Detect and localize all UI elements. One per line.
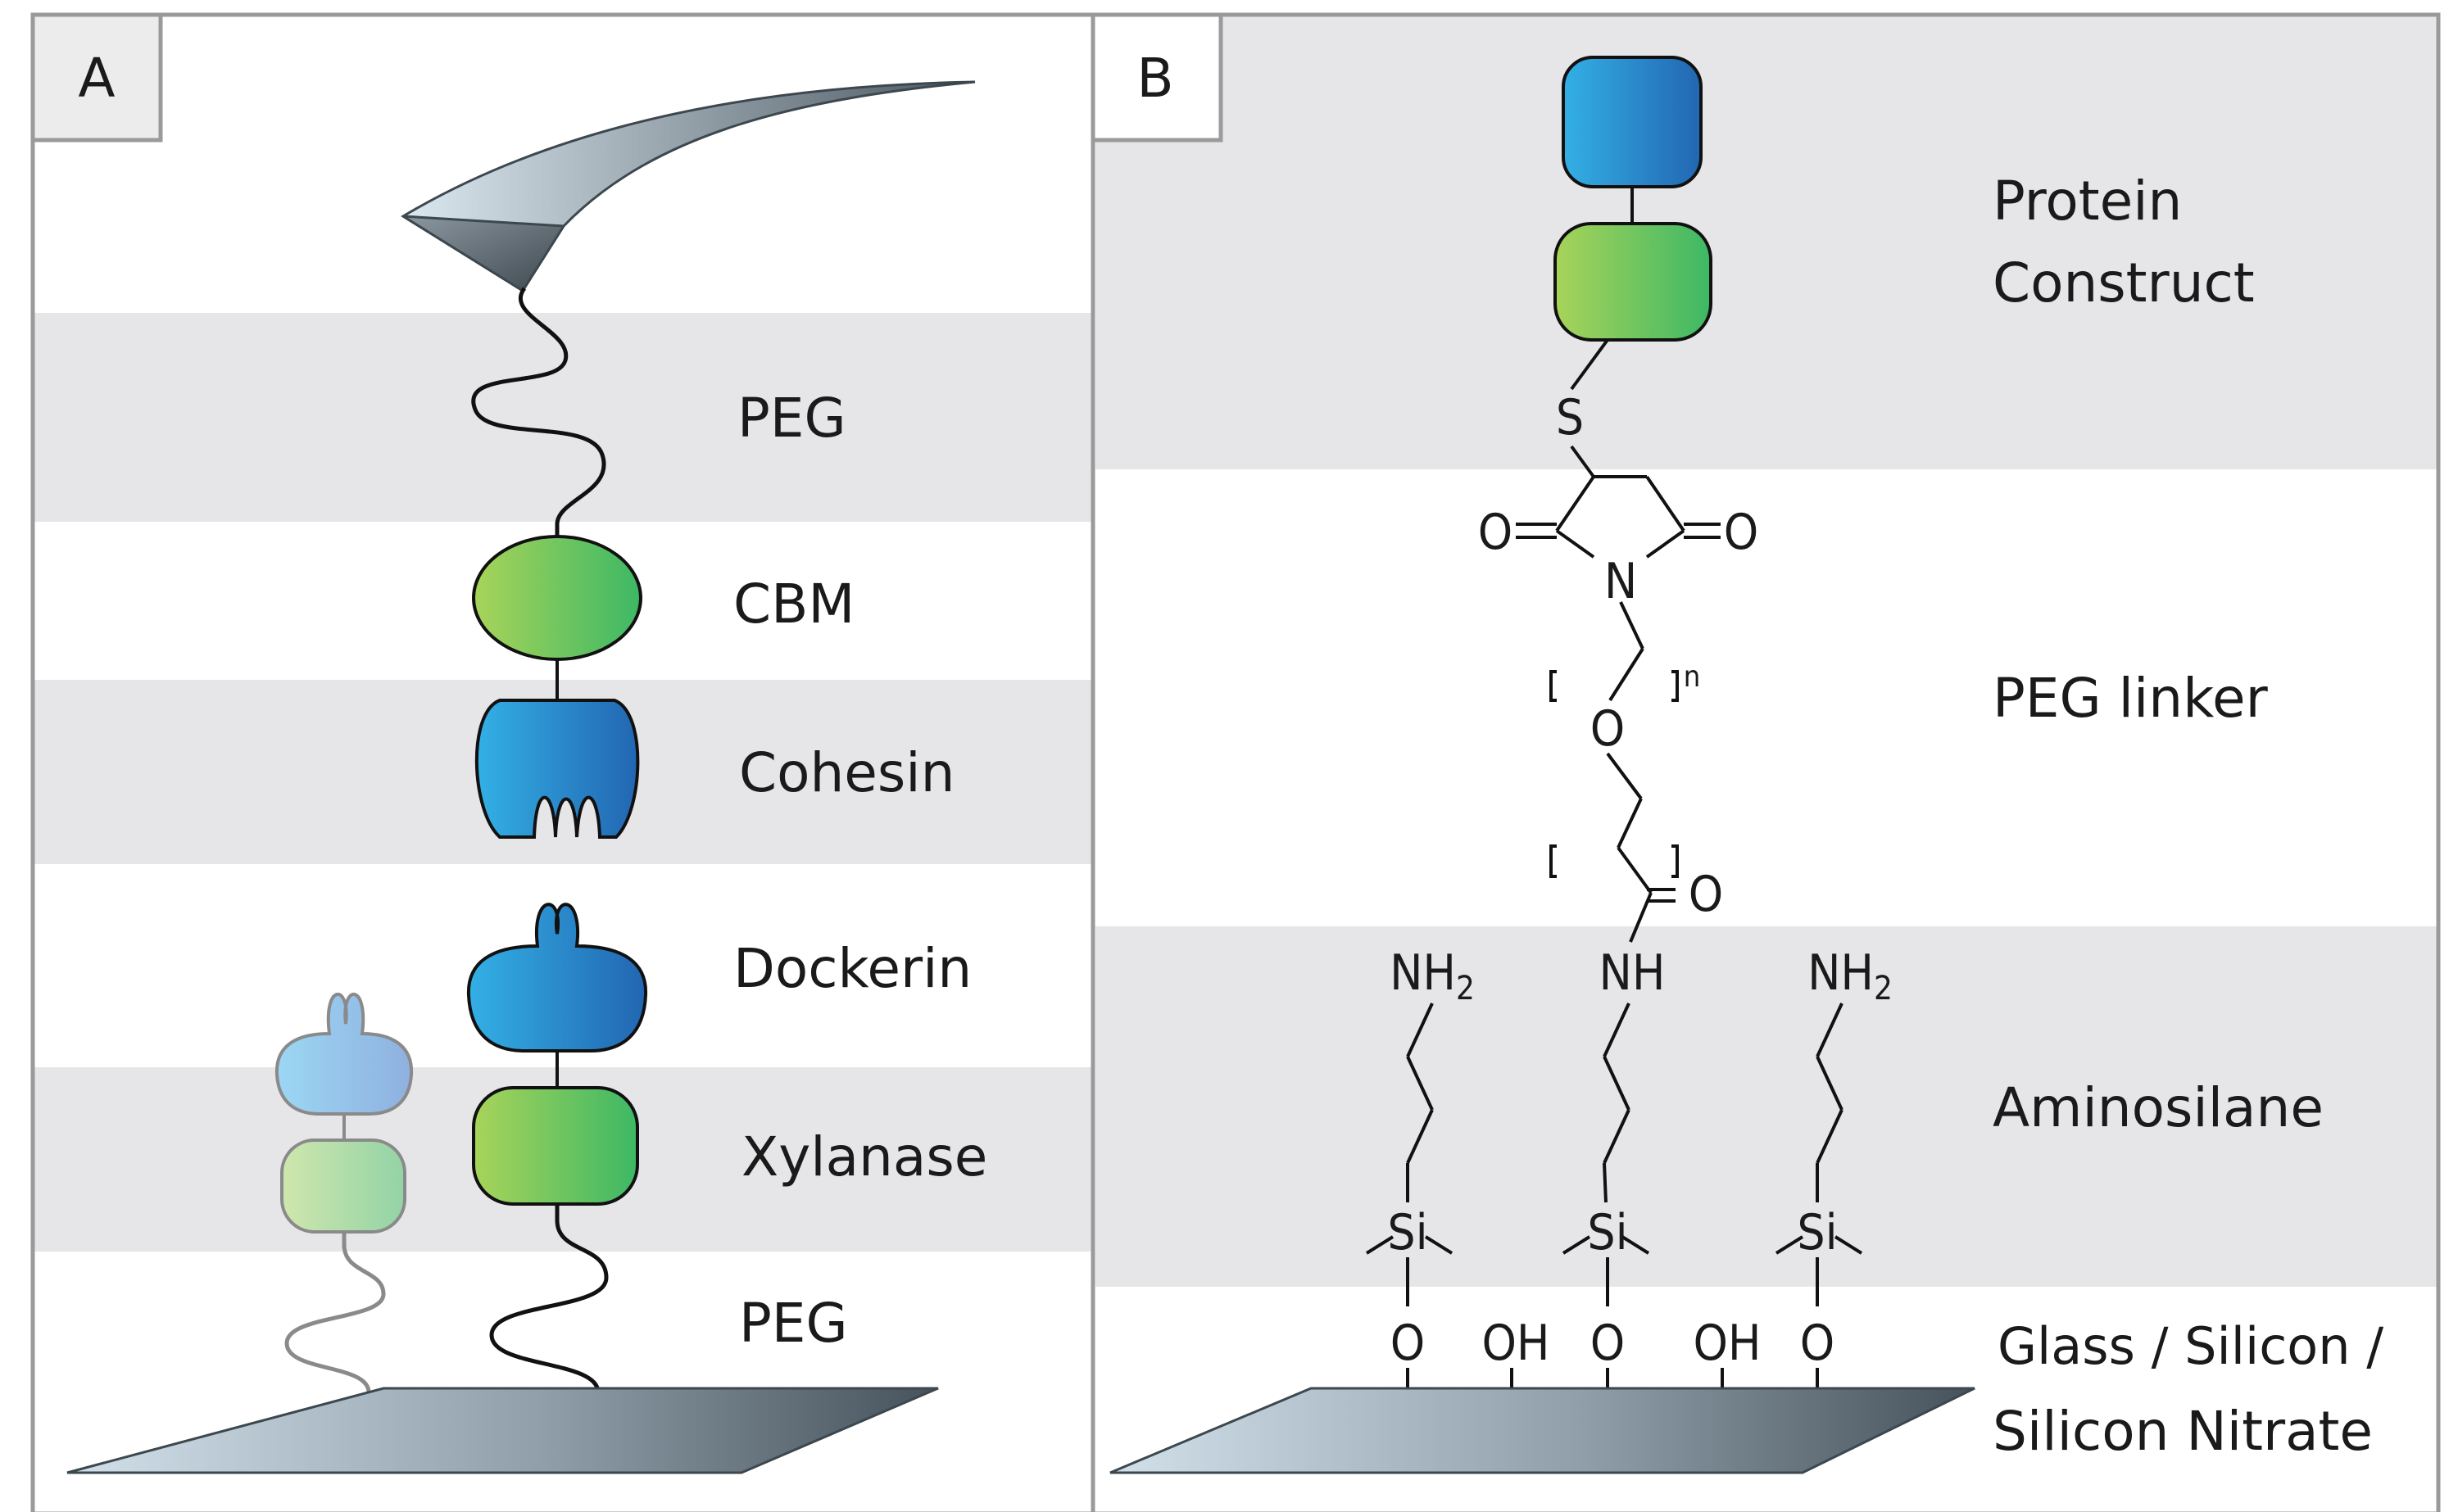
protein-green-domain [1553, 222, 1712, 342]
label-aminosilane: Aminosilane [1993, 1076, 2324, 1139]
chem-oxygen-left: O [1478, 504, 1512, 561]
label-protein-line1: Protein [1993, 170, 2182, 233]
chem-oxygen-right: O [1724, 504, 1758, 561]
label-peg-bottom: PEG [739, 1292, 848, 1355]
panel-a: A PEG CBM Cohesin [30, 12, 1095, 1512]
chem-sulfur: S [1556, 389, 1584, 446]
xylanase-domain [472, 1086, 639, 1206]
label-surface-line2: Silicon Nitrate [1993, 1400, 2373, 1463]
chem-oxygen-amide: O [1689, 866, 1723, 923]
label-peg-linker: PEG linker [1993, 667, 2269, 730]
protein-blue-domain [1562, 56, 1703, 188]
chem-nh2-right-sub: 2 [1874, 970, 1893, 1007]
chem-repeat-n: n [1684, 660, 1701, 694]
label-peg-top: PEG [737, 387, 846, 450]
label-dockerin: Dockerin [733, 937, 972, 1000]
chem-nitrogen: N [1604, 553, 1637, 610]
panel-a-letter-box [30, 12, 163, 143]
afm-cantilever-icon [401, 80, 976, 293]
label-surface-line1: Glass / Silicon / [1998, 1316, 2383, 1376]
panel-b-frame [1091, 12, 2441, 1512]
chem-o-si-left: O [1390, 1315, 1425, 1372]
chem-nh2-left: NH2 [1390, 944, 1475, 1007]
chem-nh2-left-nh: NH [1390, 944, 1456, 1002]
panel-a-letter: A [78, 47, 115, 110]
chem-si-center: Si [1587, 1204, 1627, 1261]
panel-b-band-aminosilane [1095, 926, 2439, 1287]
peg-chain-top [471, 287, 606, 536]
faint-construct [274, 992, 414, 1442]
chem-nh2-left-sub: 2 [1456, 970, 1475, 1007]
label-cbm: CBM [733, 573, 855, 636]
cbm-domain [472, 535, 642, 661]
panel-b-band-protein [1095, 15, 2439, 469]
cohesin-domain [474, 699, 640, 839]
chem-o-si-right: O [1800, 1315, 1834, 1372]
label-protein-line2: Construct [1993, 251, 2255, 315]
chem-oh-left: OH [1481, 1315, 1549, 1372]
panel-b-letter-box [1091, 12, 1223, 143]
chem-oh-right: OH [1693, 1315, 1761, 1372]
faint-xylanase [280, 1139, 406, 1234]
panel-b-surface [1109, 1387, 1975, 1474]
label-cohesin: Cohesin [739, 741, 955, 804]
label-xylanase: Xylanase [741, 1125, 987, 1188]
chem-nh-center: NH [1599, 944, 1666, 1002]
chem-o-si-center: O [1590, 1315, 1625, 1372]
faint-dockerin [274, 992, 414, 1116]
panel-b: B [1091, 12, 2441, 1512]
chem-nh2-right-nh: NH [1807, 944, 1874, 1002]
panel-a-surface [66, 1387, 939, 1474]
chem-si-left: Si [1387, 1204, 1427, 1261]
chem-nh2-right: NH2 [1807, 944, 1893, 1007]
panel-b-letter: B [1136, 47, 1173, 110]
chem-oxygen-chain: O [1590, 700, 1625, 758]
chem-si-right: Si [1797, 1204, 1837, 1261]
dockerin-domain [466, 903, 648, 1053]
